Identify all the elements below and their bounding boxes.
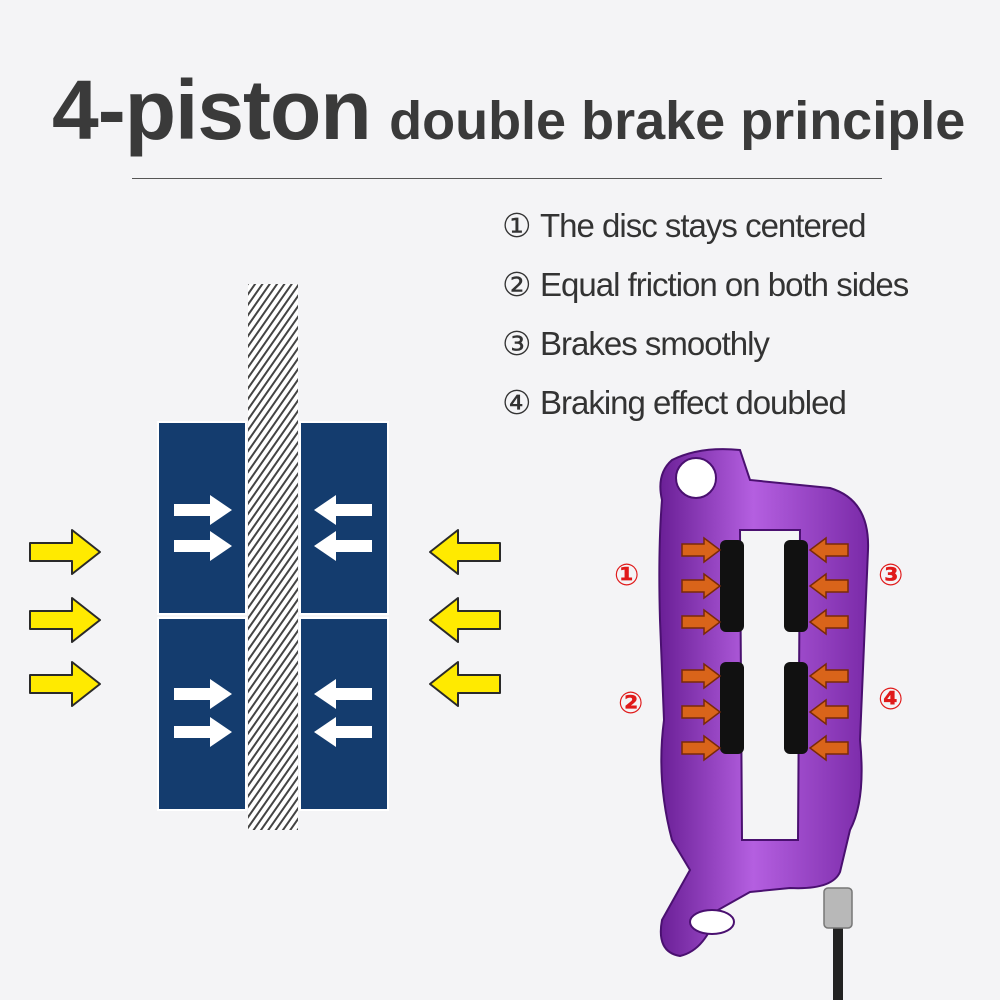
caliper-label-4: ④ — [878, 683, 904, 716]
caliper-label-1: ① — [614, 559, 640, 592]
title-main: 4-piston — [52, 63, 372, 157]
brake-pad-bottom-right — [299, 617, 389, 811]
feature-number: ③ — [502, 325, 532, 362]
title-divider — [132, 178, 882, 179]
brake-pad-top-right — [299, 421, 389, 615]
feature-number: ② — [502, 266, 532, 303]
caliper-illustration — [658, 448, 870, 1000]
brake-pad-top-left — [157, 421, 247, 615]
brake-disc — [248, 284, 298, 830]
feature-text: The disc stays centered — [540, 207, 866, 244]
title-rest: double brake principle — [389, 91, 966, 151]
push-arrow-icon — [429, 661, 501, 707]
pad-left-lower — [720, 662, 744, 754]
pad-right-upper — [784, 540, 808, 632]
push-arrow-icon — [29, 529, 101, 575]
mount-hole-bottom — [689, 909, 735, 935]
push-arrow-icon — [29, 661, 101, 707]
mount-hole-top — [675, 457, 717, 499]
pad-right-lower — [784, 662, 808, 754]
caliper-label-3: ③ — [878, 559, 904, 592]
feature-number: ④ — [502, 384, 532, 421]
push-arrow-icon — [429, 529, 501, 575]
brake-pad-bottom-left — [157, 617, 247, 811]
feature-text: Brakes smoothly — [540, 325, 770, 362]
cable-fitting — [823, 887, 853, 929]
push-arrow-icon — [429, 597, 501, 643]
feature-text: Equal friction on both sides — [540, 266, 909, 303]
page-title: 4-piston double brake principle — [52, 62, 965, 159]
push-arrow-icon — [29, 597, 101, 643]
feature-text: Braking effect doubled — [540, 384, 847, 421]
pad-left-upper — [720, 540, 744, 632]
caliper-label-2: ② — [618, 687, 644, 720]
feature-number: ① — [502, 207, 532, 244]
piston-diagram — [29, 284, 501, 830]
